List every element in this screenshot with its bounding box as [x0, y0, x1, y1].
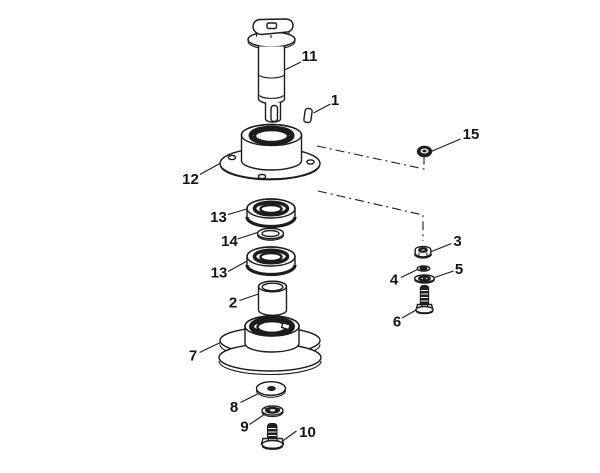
- leader-line-10: [282, 430, 297, 442]
- callout-12: 12: [182, 171, 199, 188]
- part-14-spacer-ring: [256, 227, 285, 241]
- callout-labels: 1 2 3 4 5 6 7 8 9 10 11 12 13 13 14 15: [182, 48, 479, 441]
- flange-hole: [306, 159, 315, 165]
- part-15-nut: [416, 145, 433, 158]
- flange-hole: [257, 173, 267, 180]
- callout-6: 6: [393, 314, 401, 331]
- leader-line-7: [199, 341, 222, 353]
- leader-line-15: [430, 138, 461, 153]
- leader-line-9: [249, 414, 264, 425]
- callout-4: 4: [390, 272, 399, 289]
- callout-13-upper: 13: [210, 209, 227, 226]
- leader-line-2: [239, 292, 261, 302]
- part-4-washer: [416, 265, 431, 272]
- part-5-lock-washer: [414, 274, 436, 284]
- leader-line-8: [240, 393, 258, 403]
- callout-13-lower: 13: [211, 265, 228, 282]
- part-11-shaft-bolt: [247, 18, 296, 123]
- leader-line-14: [237, 231, 260, 240]
- part-13-bearing-upper: [245, 198, 297, 229]
- part-8-washer: [255, 381, 287, 398]
- callout-3: 3: [453, 233, 461, 250]
- part-9-lock-nut: [261, 405, 284, 418]
- part-10-bolt: [260, 423, 285, 450]
- callout-9: 9: [240, 419, 248, 436]
- keyway-slot: [270, 104, 279, 123]
- leader-line-11: [284, 61, 302, 71]
- leader-line-13-lower: [227, 259, 250, 272]
- callout-14: 14: [221, 233, 238, 250]
- alignment-dash-line-lower: [317, 190, 424, 241]
- part-7-pulley: [218, 315, 322, 376]
- callout-5: 5: [455, 261, 463, 278]
- callout-11: 11: [302, 48, 318, 65]
- part-12-housing: [219, 123, 321, 181]
- alignment-dash-line-upper: [316, 145, 425, 170]
- callout-8: 8: [230, 399, 238, 416]
- leader-line-1: [313, 103, 331, 114]
- part-13-bearing-lower: [245, 246, 297, 277]
- leader-line-6: [401, 309, 418, 319]
- flange-hole: [227, 154, 237, 161]
- part-3-nut: [414, 245, 432, 259]
- part-1-key: [303, 107, 313, 124]
- bolt-threaded-shaft: [419, 285, 430, 307]
- leader-line-5: [434, 270, 454, 279]
- callout-10: 10: [299, 424, 316, 441]
- head-slot: [266, 22, 278, 30]
- part-6-bolt: [415, 285, 434, 315]
- leader-line-13-upper: [227, 207, 249, 216]
- shaft-body: [257, 46, 286, 105]
- callout-1: 1: [331, 92, 339, 109]
- leader-line-12: [199, 161, 223, 175]
- hub-keyway-notch: [280, 321, 292, 331]
- part-2-spacer-sleeve: [257, 280, 288, 316]
- leader-line-3: [431, 242, 452, 253]
- callout-7: 7: [189, 348, 197, 365]
- callout-2: 2: [229, 295, 237, 312]
- callout-15: 15: [463, 126, 480, 143]
- leader-line-4: [400, 269, 418, 278]
- leader-lines: [199, 61, 461, 442]
